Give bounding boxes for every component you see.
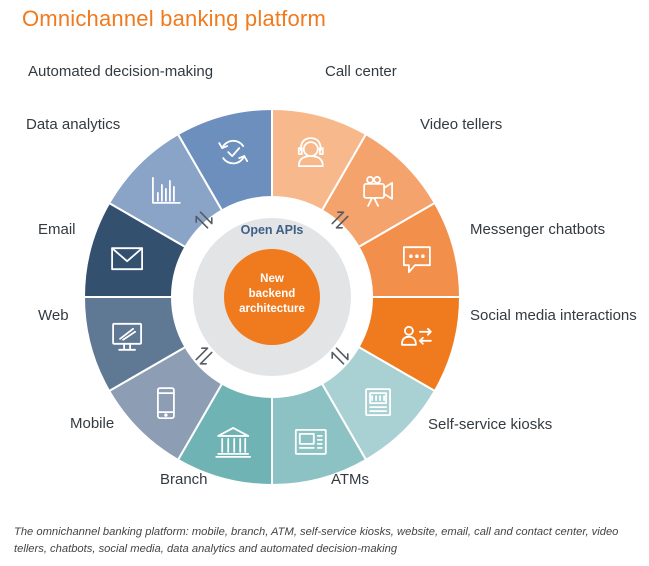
smartphone-icon (156, 387, 175, 420)
bar-chart-icon (151, 176, 181, 204)
label-data-analytics: Data analytics (26, 116, 121, 133)
chat-bubble-icon (402, 246, 431, 274)
label-email: Email (38, 221, 76, 238)
arrows-top-left-icon (195, 211, 213, 229)
atm-icon (294, 428, 327, 455)
envelope-icon (111, 247, 143, 271)
label-call-center: Call center (325, 63, 397, 80)
people-exchange-icon (400, 325, 432, 346)
core-label-line-2: backend (249, 288, 296, 300)
label-video-tellers: Video tellers (420, 116, 503, 133)
label-messenger-chatbots: Messenger chatbots (470, 221, 606, 238)
arrows-bottom-right-icon (331, 347, 349, 365)
bank-building-icon (215, 426, 252, 458)
label-automated-decision-making: Automated decision-making (28, 63, 214, 80)
label-branch: Branch (160, 471, 208, 488)
open-apis-label: Open APIs (241, 223, 304, 237)
core-label-line-3: architecture (239, 303, 305, 315)
video-camera-icon (363, 175, 394, 207)
label-atms: ATMs (331, 471, 370, 488)
backend-core-circle (224, 249, 320, 345)
arrows-top-right-icon (331, 211, 349, 229)
headset-agent-icon (297, 137, 324, 168)
diagram-title: Omnichannel banking platform (22, 6, 326, 31)
label-social-media-interactions: Social media interactions (470, 307, 637, 324)
kiosk-icon (365, 388, 392, 417)
label-self-service-kiosks: Self-service kiosks (428, 416, 553, 433)
core-label-line-1: New (260, 273, 284, 285)
label-web: Web (38, 307, 69, 324)
refresh-check-icon (218, 139, 249, 165)
arrows-bottom-left-icon (195, 347, 213, 365)
label-mobile: Mobile (70, 415, 115, 432)
monitor-icon (112, 322, 142, 351)
figure-caption: The omnichannel banking platform: mobile… (14, 526, 619, 555)
